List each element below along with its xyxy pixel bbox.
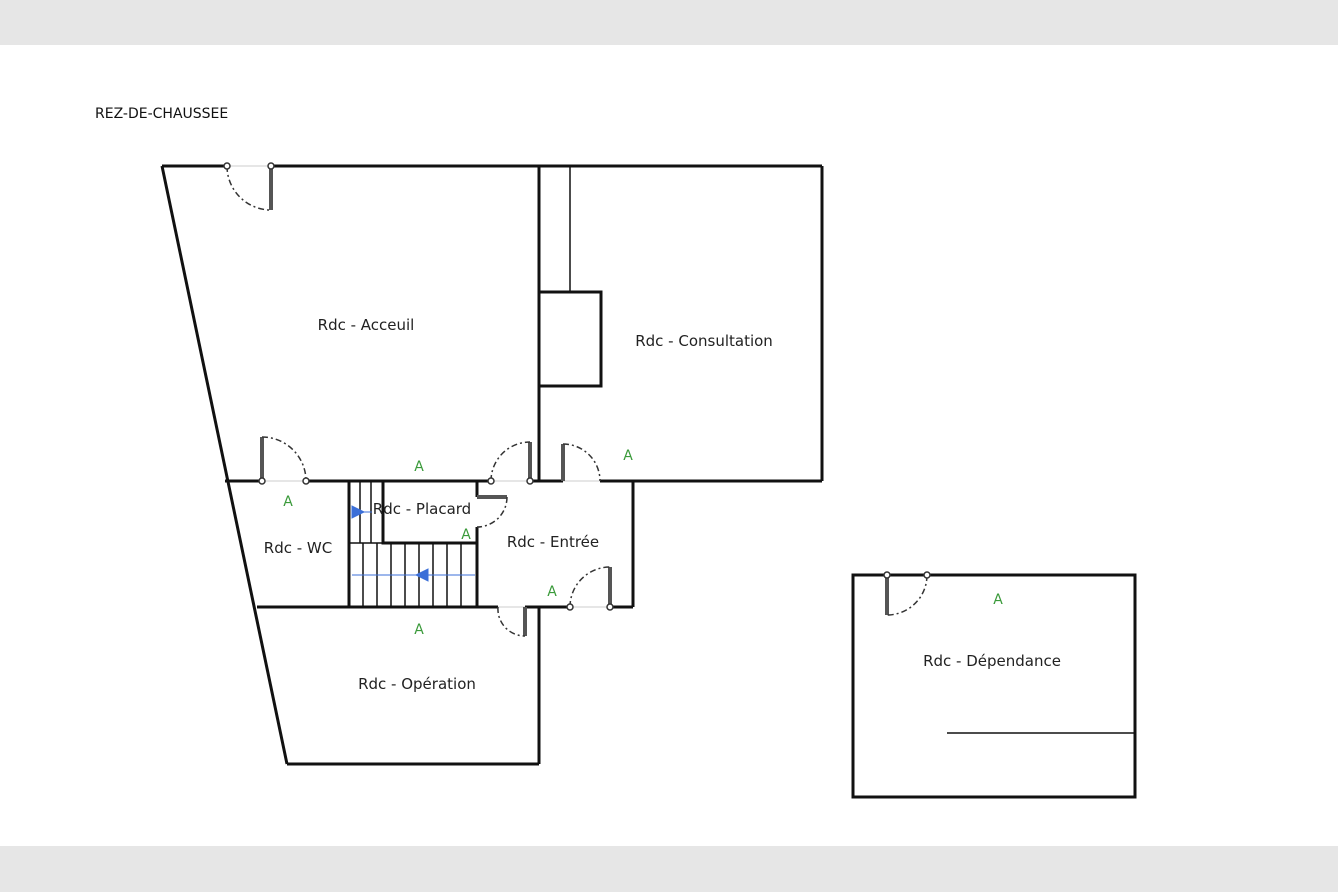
marker-a: A [283,494,293,510]
marker-a: A [993,592,1003,608]
room-label-entree: Rdc - Entrée [507,533,599,551]
marker-a: A [414,622,424,638]
stair-arrows [351,505,475,582]
bottom-band [0,846,1338,892]
marker-a: A [461,527,471,543]
room-label-accueil: Rdc - Acceuil [318,316,415,334]
floor-title: REZ-DE-CHAUSSEE [95,106,229,122]
room-label-wc: Rdc - WC [264,539,332,557]
room-label-dependance: Rdc - Dépendance [923,652,1061,670]
room-label-consultation: Rdc - Consultation [635,332,773,350]
top-band [0,0,1338,45]
marker-a: A [414,459,424,475]
marker-a: A [623,448,633,464]
room-label-placard: Rdc - Placard [373,500,471,518]
marker-a: A [547,584,557,600]
doors [223,162,931,637]
room-label-operation: Rdc - Opération [358,675,476,693]
markers: A A A A A A A [283,448,1003,638]
staircase [349,481,462,607]
